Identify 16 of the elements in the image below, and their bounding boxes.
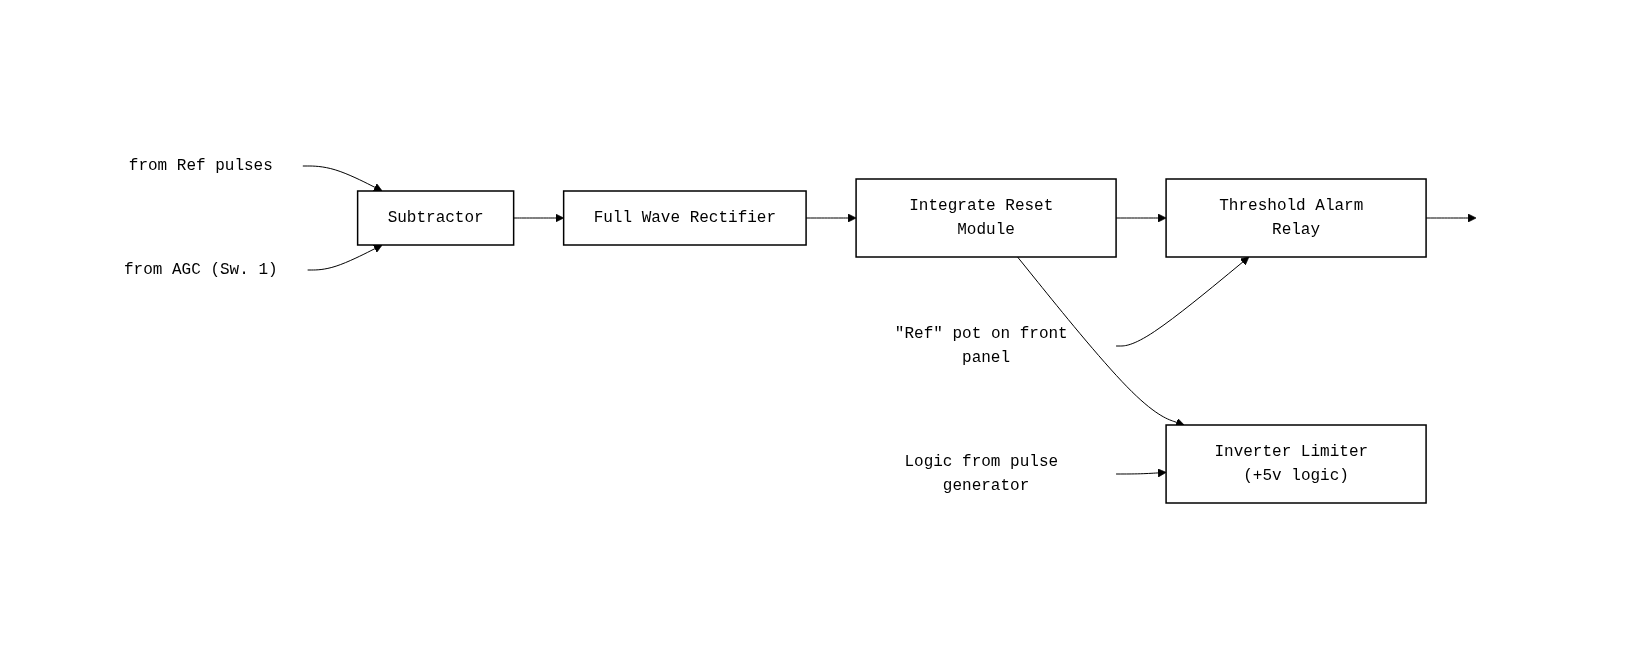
arrow	[1116, 468, 1167, 477]
node-box: Subtractor	[357, 189, 515, 246]
arrow	[806, 213, 857, 222]
arrow	[302, 165, 383, 191]
arrow	[1116, 213, 1167, 222]
arrow	[1426, 213, 1477, 222]
node-text: from AGC (Sw. 1)	[124, 260, 279, 279]
node-text: Logic from pulse generator	[904, 452, 1059, 495]
node-text: "Ref" pot on front panel	[895, 324, 1069, 367]
node-box: Full Wave Rectifier	[563, 189, 808, 246]
arrow	[307, 244, 383, 270]
node-box: Threshold Alarm Relay	[1165, 177, 1428, 258]
node-text: from Ref pulses	[129, 156, 274, 175]
node-box: Inverter Limiter (+5v logic)	[1165, 423, 1428, 504]
node-box: Integrate Reset Module	[855, 177, 1118, 258]
arrow	[1116, 256, 1250, 346]
